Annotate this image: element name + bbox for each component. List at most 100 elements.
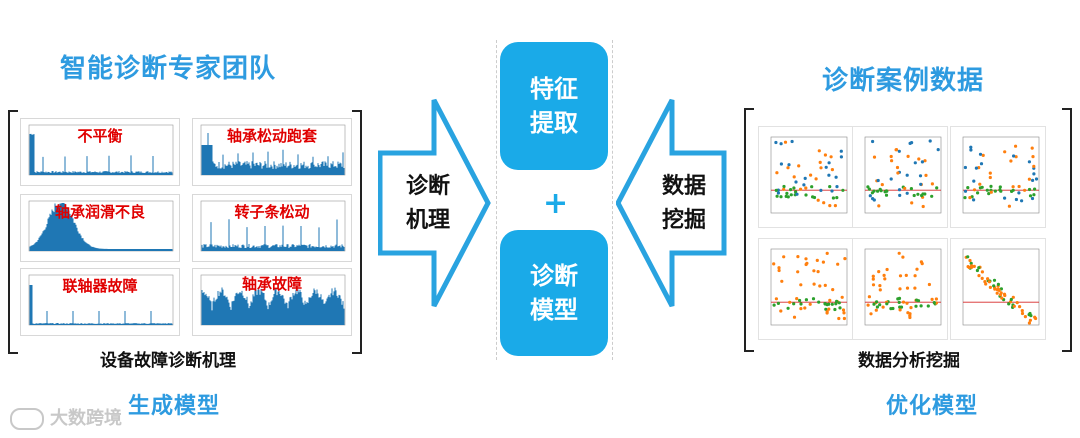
feature-extraction-line-1: 特征 xyxy=(530,75,578,103)
watermark-logo-icon xyxy=(10,408,44,430)
scatter-point xyxy=(934,297,938,301)
scatter-point xyxy=(998,188,1002,192)
scatter-point xyxy=(827,173,831,177)
spectrum-trace xyxy=(201,133,345,175)
scatter-plot xyxy=(962,248,1040,326)
scatter-point xyxy=(928,139,932,143)
scatter-point xyxy=(796,255,800,259)
scatter-point xyxy=(782,187,786,191)
scatter-point xyxy=(985,188,989,192)
scatter-point xyxy=(796,270,800,274)
left-bracket-open xyxy=(8,110,18,354)
scatter-point xyxy=(811,297,816,301)
scatter-plot xyxy=(770,136,848,214)
center-divider-left xyxy=(496,40,497,360)
scatter-point xyxy=(969,145,973,149)
scatter-point xyxy=(901,255,905,259)
scatter-plot xyxy=(864,248,942,326)
scatter-point xyxy=(890,159,894,163)
left-arrow-shape xyxy=(378,98,491,308)
scatter-point xyxy=(1033,187,1037,191)
right-title: 诊断案例数据 xyxy=(822,66,985,96)
scatter-point xyxy=(775,171,779,175)
scatter-point xyxy=(776,191,780,195)
scatter-point xyxy=(1017,184,1021,189)
scatter-point xyxy=(785,191,789,195)
scatter-point xyxy=(774,188,778,192)
scatter-point xyxy=(878,187,882,191)
scatter-point xyxy=(843,257,847,261)
right-bottom-label: 优化模型 xyxy=(886,394,979,419)
scatter-point xyxy=(885,267,889,272)
scatter-point xyxy=(969,148,973,152)
scatter-point xyxy=(1003,196,1007,200)
scatter-point xyxy=(782,184,786,189)
scatter-point xyxy=(1028,194,1033,198)
scatter-point xyxy=(772,262,776,266)
scatter-point xyxy=(803,176,807,180)
watermark: 大数跨境 xyxy=(10,404,122,430)
scatter-point xyxy=(1032,164,1036,168)
scatter-point xyxy=(984,282,988,286)
left-arrow-line-1: 诊断 xyxy=(405,174,450,199)
scatter-point xyxy=(834,302,838,306)
scatter-point xyxy=(889,177,893,181)
scatter-point xyxy=(898,308,902,312)
scatter-point xyxy=(1012,154,1016,158)
scatter-point xyxy=(1014,197,1018,202)
scatter-point xyxy=(876,178,880,183)
scatter-point xyxy=(884,193,889,197)
scatter-point xyxy=(878,284,882,288)
scatter-point xyxy=(1017,191,1021,195)
scatter-point xyxy=(803,306,807,310)
right-arrow-line-2: 挖掘 xyxy=(661,208,706,233)
scatter-point xyxy=(875,300,879,304)
scatter-point xyxy=(804,257,808,261)
scatter-point xyxy=(915,267,919,271)
scatter-point xyxy=(972,264,976,268)
scatter-point xyxy=(972,198,976,202)
scatter-point xyxy=(779,162,783,166)
scatter-point xyxy=(1033,315,1037,319)
scatter-point xyxy=(963,189,968,193)
scatter-panel xyxy=(950,238,1046,340)
scatter-point xyxy=(836,262,840,266)
scatter-point xyxy=(798,298,802,303)
scatter-point xyxy=(996,282,1000,286)
scatter-point xyxy=(878,303,882,307)
scatter-point xyxy=(913,161,917,165)
scatter-point xyxy=(977,266,981,270)
scatter-point xyxy=(916,192,920,196)
scatter-point xyxy=(837,316,841,321)
scatter-point xyxy=(875,305,879,309)
scatter-point xyxy=(827,302,831,306)
scatter-plot xyxy=(770,248,848,326)
scatter-point xyxy=(835,196,839,200)
scatter-point xyxy=(909,306,913,310)
scatter-point xyxy=(920,160,924,164)
spectrum-panel: 联轴器故障 xyxy=(20,268,180,336)
scatter-point xyxy=(995,291,999,295)
spectrum-trace xyxy=(29,285,173,325)
scatter-point xyxy=(916,299,921,303)
scatter-point xyxy=(889,154,893,159)
plus-sign: + xyxy=(543,186,569,221)
fault-type-label: 不平衡 xyxy=(77,127,123,145)
scatter-panel xyxy=(758,238,854,340)
scatter-point xyxy=(816,198,820,202)
scatter-point xyxy=(895,165,900,170)
scatter-point xyxy=(976,191,980,195)
scatter-panel xyxy=(950,126,1046,228)
scatter-point xyxy=(871,139,875,144)
scatter-point xyxy=(825,251,829,255)
scatter-point xyxy=(834,175,838,179)
scatter-point xyxy=(799,302,803,306)
scatter-plot xyxy=(962,136,1040,214)
scatter-point xyxy=(804,193,808,197)
scatter-point xyxy=(777,268,781,273)
plot-axes xyxy=(864,136,942,214)
right-bracket-open xyxy=(744,108,754,352)
scatter-point xyxy=(872,198,876,202)
scatter-point xyxy=(878,288,882,292)
scatter-point xyxy=(898,193,902,197)
